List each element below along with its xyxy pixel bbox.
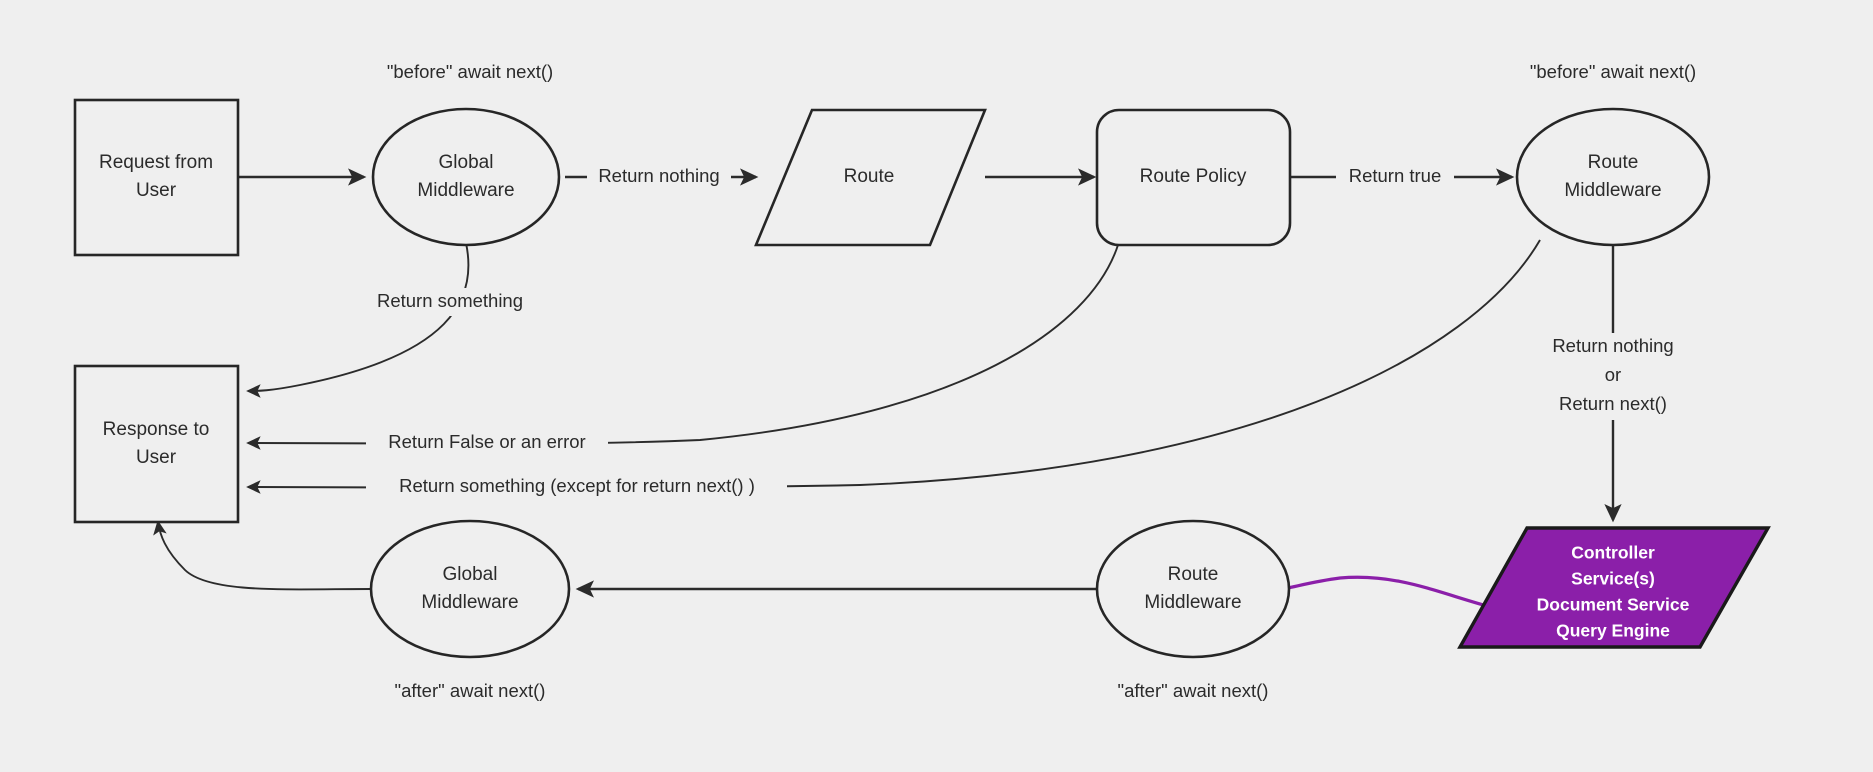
node-response-to-user-line2: User [136, 447, 177, 468]
node-route-middleware-top[interactable] [1515, 107, 1711, 247]
label-bg-return-true [1336, 163, 1454, 191]
node-global-middleware-bottom[interactable] [369, 519, 571, 659]
edge-label-return-false-or-error: Return False or an error [388, 431, 585, 452]
node-route-middleware-bottom-line1: Route [1168, 564, 1219, 585]
node-controller-services-line1: Controller [1571, 543, 1655, 563]
node-route[interactable] [754, 108, 987, 247]
edge-label-return-nothing-or-next-line1: Return nothing [1552, 335, 1673, 356]
node-controller-services-line2: Service(s) [1571, 569, 1655, 589]
node-controller-services[interactable] [1457, 526, 1771, 649]
annotation-before-route-middleware: "before" await next() [1530, 61, 1696, 82]
node-route-policy[interactable] [1095, 108, 1292, 247]
node-request-from-user-line1: Request from [99, 152, 213, 173]
node-response-to-user[interactable] [73, 364, 240, 524]
node-route-middleware-bottom-line2: Middleware [1144, 592, 1241, 613]
annotation-after-route-middleware: "after" await next() [1118, 680, 1269, 701]
node-controller-services-line3: Document Service [1537, 595, 1690, 615]
edge-label-return-nothing-or-next-line3: Return next() [1559, 393, 1667, 414]
node-route-middleware-top-line1: Route [1588, 152, 1639, 173]
node-global-middleware-top-line2: Middleware [417, 180, 514, 201]
node-global-middleware-bottom-line2: Middleware [421, 592, 518, 613]
edge-label-return-something-except: Return something (except for return next… [399, 475, 755, 496]
edge-label-return-true: Return true [1349, 165, 1442, 186]
node-global-middleware-top-line1: Global [439, 152, 494, 173]
node-route-middleware-bottom[interactable] [1095, 519, 1291, 659]
node-response-to-user-line1: Response to [103, 419, 210, 440]
node-global-middleware-top[interactable] [371, 107, 561, 247]
node-route-label: Route [844, 166, 895, 187]
edge-label-return-nothing: Return nothing [598, 165, 719, 186]
node-global-middleware-bottom-line1: Global [443, 564, 498, 585]
node-route-middleware-top-line2: Middleware [1564, 180, 1661, 201]
node-request-from-user-line2: User [136, 180, 177, 201]
node-request-from-user[interactable] [73, 98, 240, 257]
edge-route-policy-return-false [246, 244, 1119, 450]
label-bg-return-something [362, 288, 538, 316]
edge-global-middleware-bottom-to-response [153, 520, 372, 591]
node-route-policy-label: Route Policy [1140, 166, 1247, 187]
edge-label-return-something: Return something [377, 290, 523, 311]
label-bg-return-nothing [587, 163, 731, 191]
label-bg-return-nothing-or-next [1527, 333, 1701, 420]
label-bg-return-false-or-error [366, 429, 608, 457]
edge-global-middleware-return-something [246, 242, 470, 398]
node-controller-services-line4: Query Engine [1556, 621, 1670, 641]
label-bg-return-something-except [366, 473, 787, 501]
annotation-after-global-middleware: "after" await next() [395, 680, 546, 701]
edge-label-return-nothing-or-next-line2: or [1605, 364, 1621, 385]
annotation-before-global-middleware: "before" await next() [387, 61, 553, 82]
